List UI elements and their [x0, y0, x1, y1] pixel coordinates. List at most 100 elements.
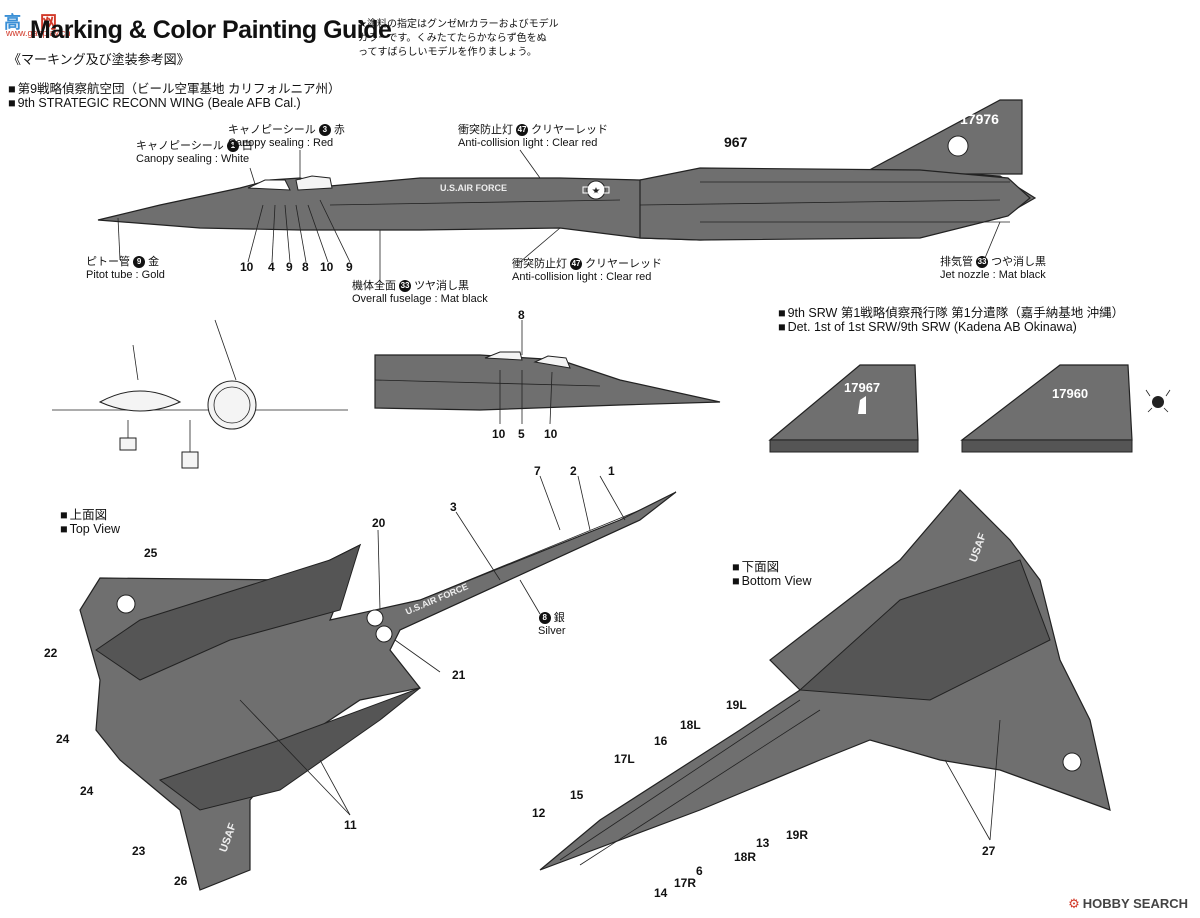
paint-number-badge: 47: [570, 258, 583, 271]
svg-text:★: ★: [592, 186, 601, 197]
paint-number-badge: 47: [516, 124, 529, 137]
callout-en: Jet nozzle : Mat black: [940, 269, 1046, 281]
callout-jp: 衝突防止灯: [512, 258, 567, 270]
tail-a: 17967: [768, 364, 919, 453]
watermark-text: HOBBY SEARCH: [1082, 896, 1188, 911]
callout-en: Overall fuselage : Mat black: [352, 293, 488, 305]
paint-number-badge: 1: [226, 140, 239, 153]
unit2-en: Det. 1st of 1st SRW/9th SRW (Kadena AB O…: [778, 320, 1077, 334]
side-view: ★ 17976 967 U.S.AIR FORCE: [97, 99, 1037, 284]
top-view-title-en: Top View: [60, 522, 121, 536]
part-number: 10: [320, 260, 334, 274]
part-number: 20: [372, 516, 386, 530]
bottom-view-title-jp: 下面図: [732, 556, 780, 575]
part-number: 16: [654, 734, 668, 748]
part-number: 10: [544, 427, 558, 441]
part-number: 22: [44, 646, 58, 660]
site-logo: 高 网 www.gaoplay.cn: [4, 8, 74, 42]
part-number: 18R: [734, 850, 757, 864]
callout-color-jp: 白: [241, 140, 253, 152]
part-number: 9: [286, 260, 293, 274]
front-view: [52, 319, 348, 469]
tail-b-serial: 17960: [1052, 386, 1088, 401]
bottom-view: USAF: [539, 489, 1111, 871]
callout-en: Canopy sealing : Red: [228, 137, 334, 149]
part-number: 8: [518, 308, 525, 322]
part-number: 6: [696, 864, 703, 878]
callout-en: Anti-collision light : Clear red: [512, 271, 652, 283]
logo-char-2: 网: [40, 13, 57, 32]
callout-color-jp: 赤: [333, 124, 345, 136]
gear-icon: ⚙: [1068, 896, 1080, 911]
unit2-jp: 9th SRW 第1戦略偵察飛行隊 第1分遣隊（嘉手納基地 沖縄）: [778, 302, 1125, 321]
unit1-en: 9th STRATEGIC RECONN WING (Beale AFB Cal…: [8, 96, 301, 110]
tail-b: 17960: [960, 364, 1171, 453]
part-number: 1: [608, 464, 615, 478]
callout-jp: ピトー管: [86, 256, 130, 268]
part-number: 3: [450, 500, 457, 514]
top-view: U.S.AIR FORCE USAF: [79, 475, 677, 891]
part-number: 2: [570, 464, 577, 478]
part-number: 9: [346, 260, 353, 274]
part-number: 4: [268, 260, 275, 274]
watermark: ⚙HOBBY SEARCH: [1068, 896, 1188, 912]
callout-color-jp: つや消し黒: [991, 256, 1047, 268]
part-number: 15: [570, 788, 584, 802]
callout-jp: 衝突防止灯: [458, 124, 513, 136]
paint-note: ★塗料の指定はグンゼMrカラーおよびモデル カラーです。くみたてたらかならず色を…: [358, 18, 559, 60]
note-line: ★塗料の指定はグンゼMrカラーおよびモデル: [358, 19, 559, 30]
paint-number-badge: 8: [538, 612, 551, 625]
callout-en: Anti-collision light : Clear red: [458, 137, 598, 149]
top-view-title-jp: 上面図: [60, 504, 108, 523]
part-number: 11: [344, 818, 357, 832]
callout-color-jp: ツヤ消し黒: [414, 280, 470, 292]
part-number: 17L: [614, 752, 635, 766]
part-number: 17R: [674, 876, 697, 890]
callout-color-jp: クリヤーレッド: [531, 124, 609, 136]
part-number: 10: [492, 427, 506, 441]
callout-jp: 排気管: [940, 256, 973, 268]
cockpit-detail: [374, 320, 721, 425]
side-serial: 17976: [960, 111, 999, 127]
part-number: 24: [80, 784, 94, 798]
part-number: 19L: [726, 698, 747, 712]
part-number: 25: [144, 546, 158, 560]
paint-number-badge: 3: [318, 124, 331, 137]
part-number: 13: [756, 836, 770, 850]
paint-number-badge: 9: [133, 256, 146, 269]
part-number: 19R: [786, 828, 809, 842]
part-number: 27: [982, 844, 996, 858]
part-number: 10: [240, 260, 254, 274]
part-number: 7: [534, 464, 541, 478]
callout-color-jp: 銀: [553, 612, 565, 624]
note-line: ってすばらしいモデルを作りましょう。: [358, 47, 537, 58]
callout-en: Silver: [538, 625, 566, 637]
bottom-view-title-en: Bottom View: [732, 574, 812, 588]
callout-color-jp: クリヤーレッド: [585, 258, 663, 270]
callout-jp: キャノピーシール: [136, 140, 224, 152]
callout-en: Canopy sealing : White: [136, 153, 250, 165]
callout-color-jp: 金: [148, 256, 160, 268]
part-number: 23: [132, 844, 146, 858]
paint-number-badge: 33: [976, 256, 989, 269]
part-number: 18L: [680, 718, 701, 732]
note-line: カラーです。くみたてたらかならず色をぬ: [358, 33, 547, 44]
part-number: 5: [518, 427, 525, 441]
part-number: 12: [532, 806, 546, 820]
side-code: 967: [724, 134, 748, 150]
part-number: 8: [302, 260, 309, 274]
logo-char-1: 高: [4, 13, 21, 32]
page-title: Marking & Color Painting Guide: [30, 16, 392, 44]
side-usaf: U.S.AIR FORCE: [440, 183, 507, 193]
tail-a-serial: 17967: [844, 380, 880, 395]
page-subtitle: 《マーキング及び塗装参考図》: [8, 52, 190, 67]
